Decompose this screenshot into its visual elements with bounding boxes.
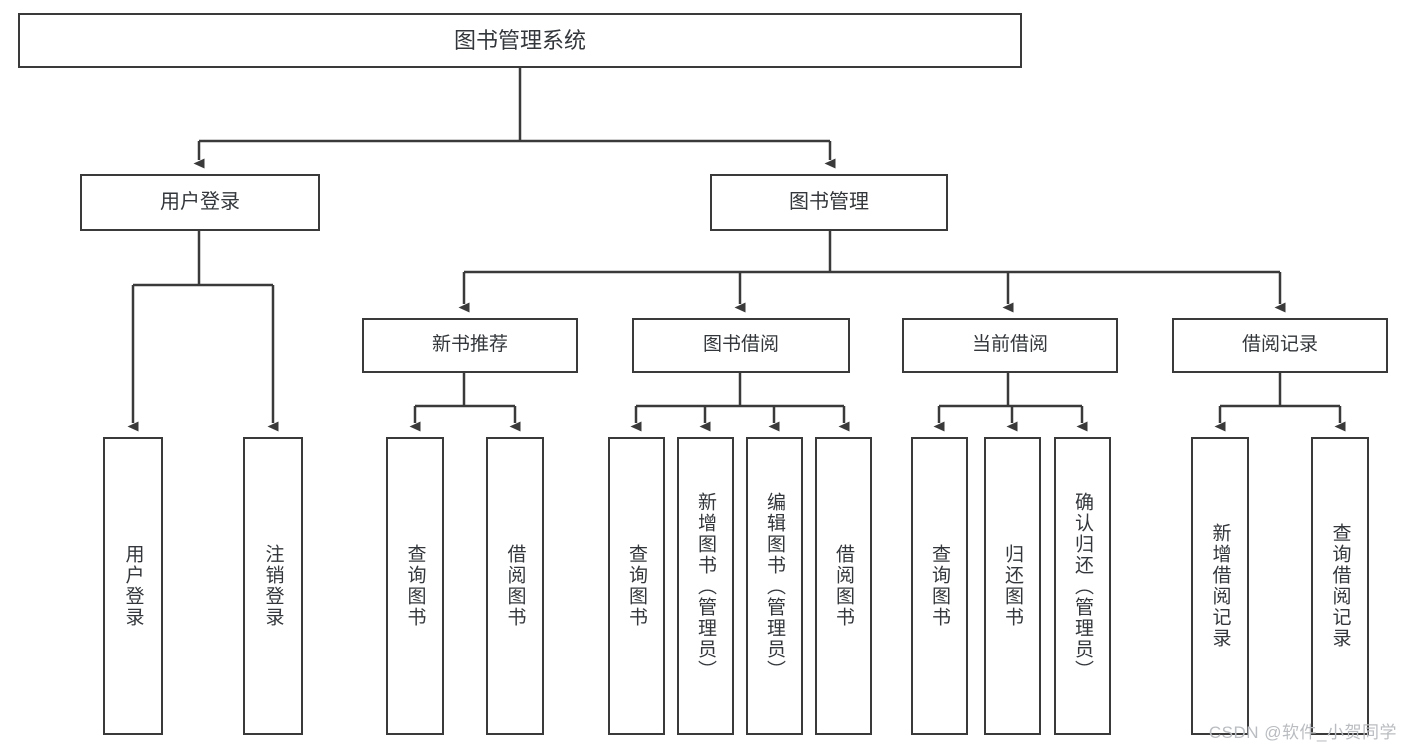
node-book-manage-label: 图书管理 <box>789 190 869 213</box>
node-new-book-recommend[interactable]: 新书推荐 <box>362 318 578 373</box>
node-leaf-add-record-label: 新增借阅记录 <box>1209 523 1231 649</box>
node-leaf-query-book-3[interactable]: 查询图书 <box>911 437 968 735</box>
node-leaf-return-book-label: 归还图书 <box>1002 544 1023 628</box>
node-book-borrow[interactable]: 图书借阅 <box>632 318 850 373</box>
node-leaf-return-book[interactable]: 归还图书 <box>984 437 1041 735</box>
node-leaf-add-book[interactable]: 新增图书（管理员） <box>677 437 734 735</box>
node-leaf-query-book-1[interactable]: 查询图书 <box>386 437 444 735</box>
node-leaf-logout[interactable]: 注销登录 <box>243 437 303 735</box>
node-leaf-query-record[interactable]: 查询借阅记录 <box>1311 437 1369 735</box>
node-borrow-record-label: 借阅记录 <box>1241 334 1318 356</box>
node-leaf-edit-book-label: 编辑图书（管理员） <box>764 491 785 681</box>
node-leaf-add-record[interactable]: 新增借阅记录 <box>1191 437 1249 735</box>
node-leaf-query-book-1-label: 查询图书 <box>404 544 426 628</box>
node-leaf-borrow-book-2-label: 借阅图书 <box>833 544 854 628</box>
node-leaf-query-record-label: 查询借阅记录 <box>1329 523 1351 649</box>
node-leaf-edit-book[interactable]: 编辑图书（管理员） <box>746 437 803 735</box>
node-leaf-confirm-return-label: 确认归还（管理员） <box>1072 491 1093 681</box>
node-root[interactable]: 图书管理系统 <box>18 13 1022 68</box>
node-book-borrow-label: 图书借阅 <box>702 334 779 356</box>
node-user-login-label: 用户登录 <box>160 190 240 213</box>
node-root-label: 图书管理系统 <box>453 27 586 53</box>
node-leaf-logout-label: 注销登录 <box>262 544 284 628</box>
node-leaf-borrow-book-1-label: 借阅图书 <box>504 544 526 628</box>
node-new-book-recommend-label: 新书推荐 <box>431 334 508 356</box>
node-leaf-query-book-3-label: 查询图书 <box>929 544 950 628</box>
node-book-manage[interactable]: 图书管理 <box>710 174 948 231</box>
node-leaf-borrow-book-2[interactable]: 借阅图书 <box>815 437 872 735</box>
node-leaf-confirm-return[interactable]: 确认归还（管理员） <box>1054 437 1111 735</box>
node-current-borrow-label: 当前借阅 <box>971 334 1048 356</box>
node-user-login[interactable]: 用户登录 <box>80 174 320 231</box>
node-current-borrow[interactable]: 当前借阅 <box>902 318 1118 373</box>
watermark-text: CSDN @软件_小贺同学 <box>1208 723 1397 742</box>
node-leaf-query-book-2-label: 查询图书 <box>626 544 647 628</box>
node-leaf-user-login-label: 用户登录 <box>122 544 144 628</box>
node-leaf-add-book-label: 新增图书（管理员） <box>695 491 716 681</box>
node-leaf-user-login[interactable]: 用户登录 <box>103 437 163 735</box>
node-borrow-record[interactable]: 借阅记录 <box>1172 318 1388 373</box>
node-leaf-borrow-book-1[interactable]: 借阅图书 <box>486 437 544 735</box>
node-leaf-query-book-2[interactable]: 查询图书 <box>608 437 665 735</box>
